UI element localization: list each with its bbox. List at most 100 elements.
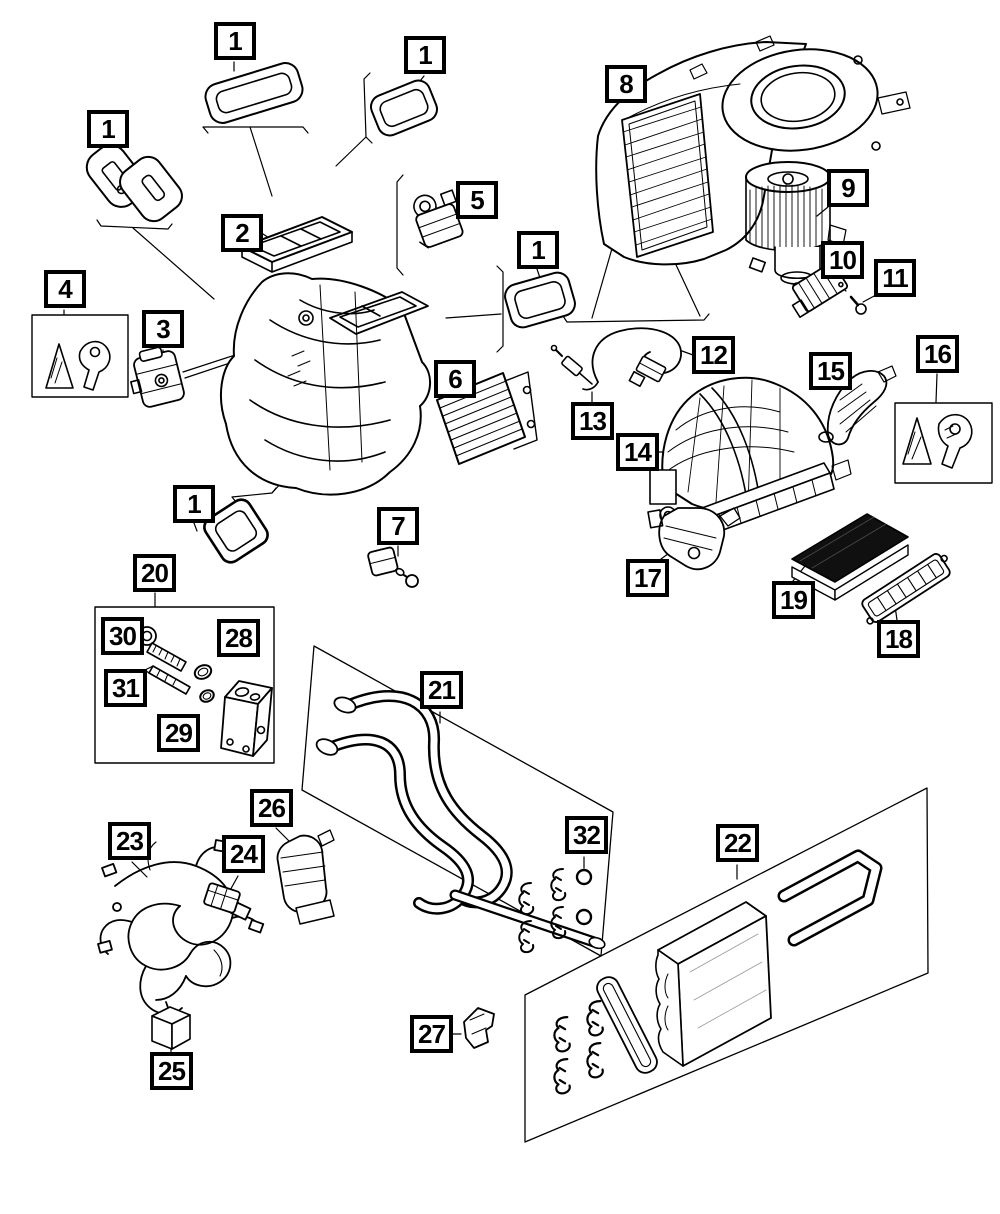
callout-15-label: 15 [817, 356, 845, 386]
callout-26-label: 26 [258, 793, 286, 823]
callout-16[interactable]: 16 [916, 335, 959, 373]
sensor-wiring-12-13 [550, 327, 682, 391]
callout-1d[interactable]: 1 [517, 231, 559, 269]
callout-30-label: 30 [109, 621, 137, 651]
mode-door-kit-frame-4 [31, 314, 129, 398]
callout-13[interactable]: 13 [571, 402, 614, 440]
hvac-main-housing-illustration [219, 272, 431, 496]
callout-21-label: 21 [428, 675, 456, 705]
callout-1b[interactable]: 1 [404, 36, 446, 74]
callout-1c-label: 1 [101, 114, 116, 144]
callout-11-label: 11 [882, 263, 908, 293]
callout-30[interactable]: 30 [101, 617, 144, 655]
seal-grommet-1-left [85, 144, 183, 223]
actuator-3-illustration [130, 346, 185, 408]
callout-4-label: 4 [58, 274, 73, 304]
callout-28[interactable]: 28 [217, 619, 260, 657]
defroster-duct-adapter [241, 216, 353, 273]
seal-gasket-1-right [504, 271, 576, 329]
seal-gasket-1-mid [203, 498, 269, 564]
callout-6[interactable]: 6 [434, 360, 476, 398]
actuator-17 [647, 507, 741, 571]
callout-23-label: 23 [116, 826, 144, 856]
callout-16-label: 16 [924, 339, 952, 369]
callout-20-label: 20 [141, 558, 169, 588]
callout-4[interactable]: 4 [44, 270, 86, 308]
callout-2-label: 2 [235, 218, 250, 248]
callout-12-label: 12 [700, 340, 728, 370]
callout-1e-label: 1 [187, 489, 202, 519]
callout-1b-label: 1 [418, 40, 433, 70]
callout-27[interactable]: 27 [410, 1015, 453, 1053]
callout-15[interactable]: 15 [809, 352, 852, 390]
cabin-air-filter-19 [791, 513, 909, 601]
callout-22-label: 22 [724, 828, 752, 858]
callout-1e[interactable]: 1 [173, 485, 215, 523]
screw-11 [849, 295, 867, 315]
callout-28-label: 28 [225, 623, 253, 653]
seal-gasket-1-top [204, 62, 304, 124]
callout-10[interactable]: 10 [821, 241, 864, 279]
callout-6-label: 6 [448, 364, 463, 394]
callout-11[interactable]: 11 [874, 259, 916, 297]
callout-5[interactable]: 5 [456, 181, 498, 219]
callout-25-label: 25 [158, 1056, 186, 1086]
callout-18[interactable]: 18 [877, 620, 920, 658]
callout-25[interactable]: 25 [150, 1052, 193, 1090]
callout-7[interactable]: 7 [377, 507, 419, 545]
callout-3[interactable]: 3 [142, 310, 184, 348]
actuator-26 [276, 829, 335, 925]
callout-10-label: 10 [829, 245, 857, 275]
heater-core-group-22 [524, 787, 929, 1143]
callout-14[interactable]: 14 [616, 433, 659, 471]
upper-hvac-case-8 [595, 35, 911, 266]
callout-26[interactable]: 26 [250, 789, 293, 827]
hose-clip-kit-32 [518, 868, 593, 954]
callout-2[interactable]: 2 [221, 214, 263, 252]
filter-grille-18 [861, 553, 951, 625]
relay-module-25 [151, 1006, 191, 1050]
callout-32-label: 32 [573, 820, 601, 850]
callout-8-label: 8 [619, 69, 634, 99]
callout-24[interactable]: 24 [222, 835, 265, 873]
retainer-clip-27 [463, 1007, 495, 1049]
lower-intake-housing-14 [649, 376, 852, 538]
actuator-5-illustration [413, 189, 464, 249]
callout-31-label: 31 [112, 673, 140, 703]
heater-hose-group-21 [301, 645, 614, 957]
seal-gasket-1-topright [370, 79, 438, 137]
mode-door-kit-frame-16 [894, 402, 993, 484]
callout-14-label: 14 [624, 437, 652, 467]
callout-1a-label: 1 [228, 26, 243, 56]
callout-29-label: 29 [165, 718, 193, 748]
callout-9[interactable]: 9 [827, 169, 869, 207]
callout-23[interactable]: 23 [108, 822, 151, 860]
callout-24-label: 24 [230, 839, 258, 869]
callout-19-label: 19 [780, 585, 808, 615]
callout-18-label: 18 [885, 624, 913, 654]
callout-32[interactable]: 32 [565, 816, 608, 854]
callout-29[interactable]: 29 [157, 714, 200, 752]
callout-19[interactable]: 19 [772, 581, 815, 619]
callout-17[interactable]: 17 [626, 559, 669, 597]
callout-8[interactable]: 8 [605, 65, 647, 103]
callout-21[interactable]: 21 [420, 671, 463, 709]
callout-9-label: 9 [841, 173, 856, 203]
callout-1d-label: 1 [531, 235, 546, 265]
callout-12[interactable]: 12 [692, 336, 735, 374]
callout-17-label: 17 [634, 563, 662, 593]
callout-31[interactable]: 31 [104, 669, 147, 707]
callout-20[interactable]: 20 [133, 554, 176, 592]
door-crank-7 [367, 546, 419, 588]
callout-27-label: 27 [418, 1019, 446, 1049]
blower-motor-9 [745, 161, 847, 292]
callout-1a[interactable]: 1 [214, 22, 256, 60]
callout-13-label: 13 [579, 406, 607, 436]
callout-22[interactable]: 22 [716, 824, 759, 862]
callout-3-label: 3 [156, 314, 171, 344]
callout-7-label: 7 [391, 511, 406, 541]
callout-1c[interactable]: 1 [87, 110, 129, 148]
harness-connector-24 [203, 882, 241, 914]
